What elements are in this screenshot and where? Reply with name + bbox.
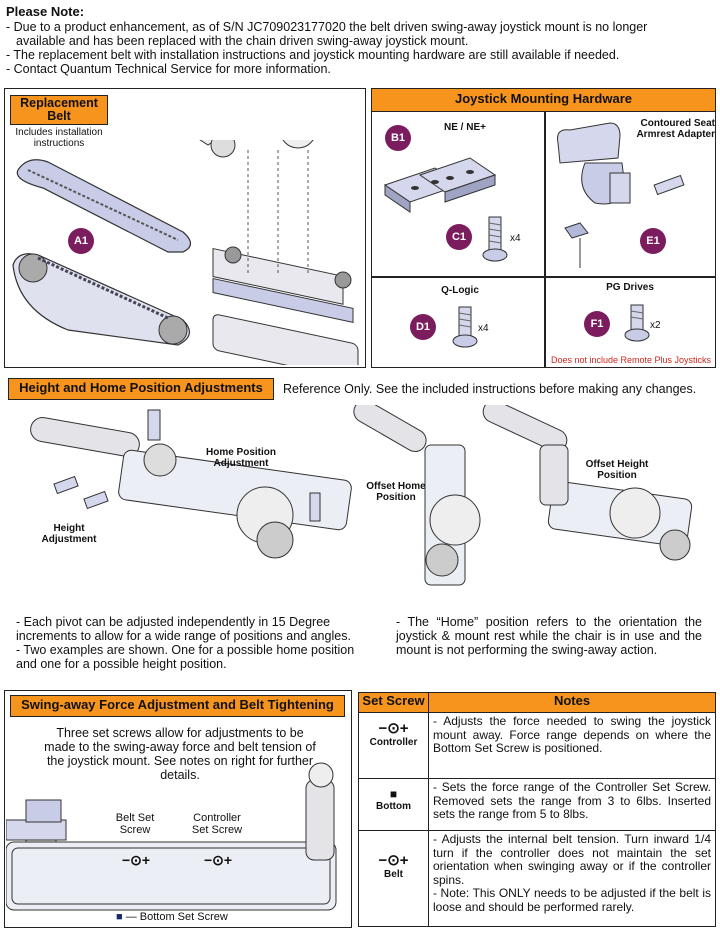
swing-panel <box>4 690 352 928</box>
offset-height-label: Offset Height Position <box>585 459 649 481</box>
controller-icon: −⊙+ <box>378 720 409 737</box>
swing-title: Swing-away Force Adjustment and Belt Tig… <box>10 695 345 717</box>
note-heading: Please Note: <box>6 4 85 19</box>
belt-note: - Adjusts the internal belt tension. Tur… <box>428 830 716 927</box>
belt-icon: −⊙+ <box>378 852 409 869</box>
height-adj-label: Height Adjustment <box>41 523 97 545</box>
controller-note: - Adjusts the force needed to swing the … <box>428 712 716 779</box>
belt-note-text: - Adjusts the internal belt tension. Tur… <box>433 832 711 887</box>
badge-a1: A1 <box>68 228 94 254</box>
f1-screw-icon <box>624 304 650 342</box>
f1-qty: x2 <box>650 320 661 331</box>
height-right-text: - The “Home” position refers to the orie… <box>396 615 702 657</box>
notes-table: Set Screw Notes −⊙+ Controller - Adjusts… <box>358 692 716 927</box>
c1-screw-icon <box>482 216 508 262</box>
note-line: available and has been replaced with the… <box>16 34 469 48</box>
lock-icon: ■ <box>116 911 123 923</box>
bottom-screw-text: — Bottom Set Screw <box>125 911 228 923</box>
height-ref: Reference Only. See the included instruc… <box>283 382 697 396</box>
bottom-cell: ■ Bottom <box>358 778 429 831</box>
swing-desc: Three set screws allow for adjustments t… <box>44 726 316 782</box>
hardware-divider-v <box>544 112 546 368</box>
col-set-screw: Set Screw <box>358 692 429 713</box>
note-line: - The replacement belt with installation… <box>6 48 620 62</box>
controller-cell: −⊙+ Controller <box>358 712 429 779</box>
d1-screw-icon <box>452 306 478 348</box>
pg-note: Does not include Remote Plus Joysticks <box>550 355 712 365</box>
belt-illustration <box>12 140 359 365</box>
pg-label: PG Drives <box>606 282 654 293</box>
height-home-illustration <box>30 405 693 586</box>
belt-cell: −⊙+ Belt <box>358 830 429 927</box>
contoured-adapter-illustration <box>557 122 685 268</box>
bottom-screw-label: ■ — Bottom Set Screw <box>116 910 228 924</box>
please-note: Please Note: - Due to a product enhancem… <box>6 4 714 76</box>
hardware-title: Joystick Mounting Hardware <box>371 88 716 112</box>
left-text-line: - Two examples are shown. One for a poss… <box>16 643 355 657</box>
badge-f1: F1 <box>584 311 610 337</box>
controller-screw-label: Controller Set Screw <box>191 812 243 836</box>
qlogic-label: Q-Logic <box>441 285 479 296</box>
bottom-label: Bottom <box>376 801 411 812</box>
badge-e1: E1 <box>640 228 666 254</box>
belt-note-2: - Note: This ONLY needs to be adjusted i… <box>433 886 711 914</box>
badge-d1: D1 <box>410 314 436 340</box>
replacement-belt-label: Replacement Belt <box>10 95 108 125</box>
replacement-belt-panel <box>4 88 366 368</box>
left-text-line: - Each pivot can be adjusted independent… <box>16 615 331 629</box>
table-row: ■ Bottom - Sets the force range of the C… <box>358 778 716 831</box>
belt-label: Belt <box>384 869 403 880</box>
contoured-label: Contoured Seat Armrest Adapter <box>636 118 715 140</box>
note-line: - Due to a product enhancement, as of S/… <box>6 20 648 34</box>
lock-icon: ■ <box>389 787 398 801</box>
height-left-text: - Each pivot can be adjusted independent… <box>16 615 386 671</box>
table-row: −⊙+ Belt - Adjusts the internal belt ten… <box>358 830 716 927</box>
bottom-note: - Sets the force range of the Controller… <box>428 778 716 831</box>
ne-label: NE / NE+ <box>444 122 486 133</box>
controller-screw-icon: −⊙+ <box>204 852 233 868</box>
swing-illustration <box>6 762 337 911</box>
note-line: - Contact Quantum Technical Service for … <box>6 62 331 76</box>
left-text-line: and one for a possible height position. <box>16 657 227 671</box>
d1-qty: x4 <box>478 323 489 334</box>
controller-label: Controller <box>369 737 418 748</box>
badge-b1: B1 <box>385 125 411 151</box>
left-text-line: increments to allow for a wide range of … <box>16 629 351 643</box>
table-row: −⊙+ Controller - Adjusts the force neede… <box>358 712 716 779</box>
badge-c1: C1 <box>446 224 472 250</box>
belt-screw-icon: −⊙+ <box>122 852 151 868</box>
col-notes: Notes <box>428 692 716 713</box>
hardware-divider-h <box>371 276 716 278</box>
belt-screw-label: Belt Set Screw <box>115 812 155 836</box>
ne-plates-illustration <box>383 157 497 213</box>
table-header: Set Screw Notes <box>358 692 716 713</box>
replacement-belt-sub: Includes installation instructions <box>15 127 103 149</box>
height-title: Height and Home Position Adjustments <box>8 378 274 400</box>
c1-qty: x4 <box>510 233 521 244</box>
home-adj-label: Home Position Adjustment <box>205 447 276 469</box>
offset-home-label: Offset Home Position <box>366 481 426 503</box>
